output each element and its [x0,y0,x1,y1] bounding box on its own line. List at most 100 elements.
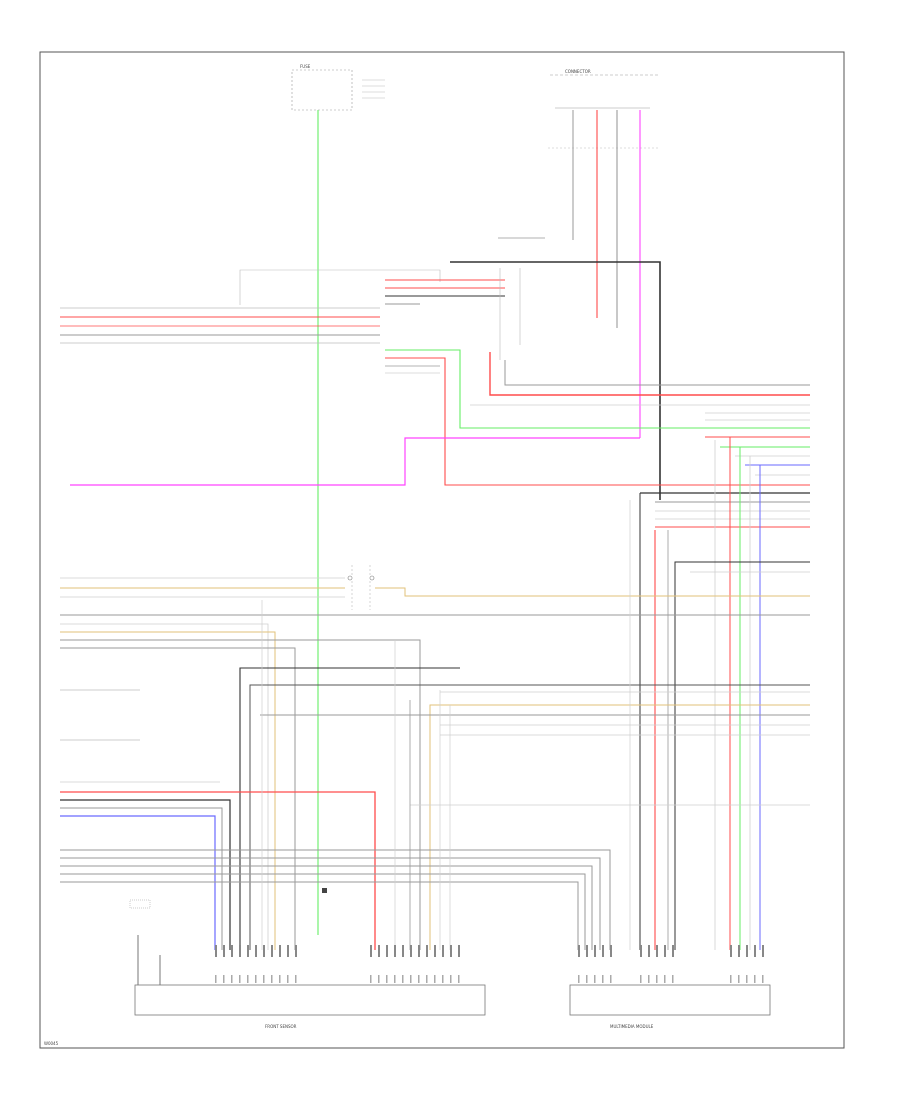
pin-tick [394,945,396,957]
upper-switch [385,268,521,360]
wire-row-624 [60,623,269,950]
pin-tick [586,945,588,957]
pin-stub [223,975,225,983]
pin-tick [295,945,297,957]
pin-stub [418,975,420,983]
wire-gray-box [249,684,810,950]
pin-stub [386,975,388,983]
wire-low-black [60,799,231,950]
wire-black-box [239,667,460,950]
pin-stub [762,975,764,983]
pin-stub [410,975,412,983]
pin-tick [754,945,756,957]
pin-tick [738,945,740,957]
pin-stub [255,975,257,983]
pin-stub [602,975,604,983]
pin-stub [215,975,217,983]
pin-stub [263,975,265,983]
pin-tick [247,945,249,957]
wire-right-gray-1 [504,360,810,386]
pin-stub [586,975,588,983]
pin-stub [426,975,428,983]
wire-bot-2 [60,857,601,950]
wire-row-640 [60,639,421,950]
pin-stub [370,975,372,983]
pin-tick [648,945,650,957]
pin-tick [418,945,420,957]
wire-magenta [70,437,640,486]
pin-stub [746,975,748,983]
pin-stub [434,975,436,983]
top-fuse-label: FUSE [300,64,311,69]
pin-tick [656,945,658,957]
wire-bot-4 [60,873,586,950]
pin-tick [410,945,412,957]
pin-tick [370,945,372,957]
pin-tick [640,945,642,957]
pin-stub [578,975,580,983]
wire-yellow-2 [375,587,810,597]
pin-tick [450,945,452,957]
pin-stub [664,975,666,983]
pin-stub [730,975,732,983]
pin-tick [263,945,265,957]
pin-tick [672,945,674,957]
left-module-label: FRONT SENSOR [265,1024,297,1029]
pin-tick [664,945,666,957]
pin-stub [247,975,249,983]
pin-tick [279,945,281,957]
pin-tick [602,945,604,957]
left-module-box [134,984,486,1016]
pin-tick [386,945,388,957]
pin-stub [239,975,241,983]
pin-tick [434,945,436,957]
pin-stub [594,975,596,983]
diagram-frame [39,51,845,1049]
pin-tick [215,945,217,957]
ground-center [322,888,327,893]
pin-stub [656,975,658,983]
pin-tick [442,945,444,957]
wire-yellow-3 [429,704,810,950]
pin-tick [271,945,273,957]
pin-stub [231,975,233,983]
mid-switch [385,349,810,486]
wire-bot-1 [60,849,611,950]
wire-row-632 [60,631,276,950]
pin-stub [648,975,650,983]
pin-stub [271,975,273,983]
pin-stub [640,975,642,983]
wire-bot-5 [60,881,579,950]
ground-left [129,899,161,985]
pin-tick [255,945,257,957]
top-fuse-block: FUSE [291,64,385,111]
pin-tick [762,945,764,957]
wire-r-black-2 [674,561,810,950]
pin-tick [426,945,428,957]
pin-tick [578,945,580,957]
pin-stub [672,975,674,983]
pin-tick [610,945,612,957]
right-module-box [569,984,771,1016]
wire-low-gray [60,807,223,950]
pin-stub [442,975,444,983]
pin-stub [754,975,756,983]
pin-tick [239,945,241,957]
wire-low-red [60,791,376,950]
pin-tick [730,945,732,957]
pin-stub [287,975,289,983]
pin-stub [378,975,380,983]
pin-tick [231,945,233,957]
pin-tick [378,945,380,957]
pin-tick [746,945,748,957]
top-right-header-label: CONNECTOR [565,69,591,74]
wire-bot-3 [60,865,593,950]
pin-stub [450,975,452,983]
wire-right-red-1 [489,352,810,396]
top-right-connector: CONNECTOR [548,69,660,149]
pin-stub [279,975,281,983]
pin-tick [402,945,404,957]
wire-top-link [239,269,441,305]
